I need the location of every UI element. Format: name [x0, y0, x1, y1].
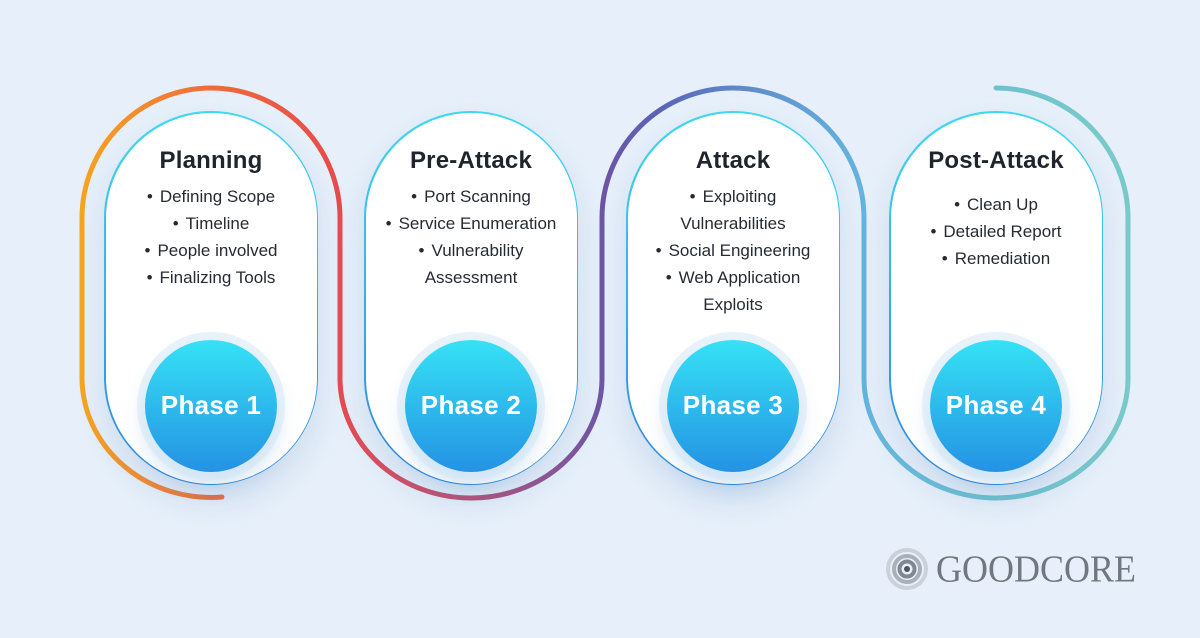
list-item-text: Clean Up	[967, 194, 1038, 214]
goodcore-logo: GOODCORE	[885, 546, 1136, 592]
list-item: Service Enumeration	[374, 210, 569, 237]
bullet-dot-icon	[147, 183, 153, 210]
list-item: Exploiting Vulnerabilities	[636, 183, 831, 237]
phase-card-body: Attack Exploiting Vulnerabilities Social…	[627, 112, 839, 484]
goodcore-logo-text: GOODCORE	[935, 548, 1136, 590]
bullet-dot-icon	[145, 237, 151, 264]
list-item-text: Vulnerability Assessment	[424, 240, 524, 287]
phase-badge: Phase 1	[145, 339, 277, 472]
phase-item-list: Clean Up Detailed Report Remediation	[891, 191, 1102, 272]
phase-title: Planning	[159, 146, 263, 174]
list-item: Detailed Report	[899, 218, 1094, 245]
bullet-dot-icon	[942, 245, 948, 272]
list-item: Timeline	[114, 210, 309, 237]
phase-item-list: Port Scanning Service Enumeration Vulner…	[366, 183, 577, 291]
bullet-dot-icon	[930, 218, 936, 245]
list-item-text: Timeline	[185, 213, 250, 233]
list-item: Finalizing Tools	[114, 264, 309, 291]
phase-badge: Phase 2	[405, 339, 537, 472]
list-item-text: Exploiting Vulnerabilities	[680, 186, 786, 233]
list-item: Clean Up	[899, 191, 1094, 218]
list-item-text: Social Engineering	[668, 240, 811, 260]
phase-item-list: Defining Scope Timeline People involved …	[106, 183, 317, 291]
list-item: Social Engineering	[636, 237, 831, 264]
phase-badge: Phase 3	[667, 339, 799, 472]
bullet-dot-icon	[147, 264, 153, 291]
list-item: Port Scanning	[374, 183, 569, 210]
phase-title: Pre-Attack	[409, 146, 533, 174]
list-item: People involved	[114, 237, 309, 264]
phase-card-body: Planning Defining Scope Timeline People …	[105, 112, 317, 484]
list-item-text: Service Enumeration	[398, 213, 557, 233]
list-item: Vulnerability Assessment	[374, 237, 569, 291]
list-item: Remediation	[899, 245, 1094, 272]
bullet-dot-icon	[411, 183, 417, 210]
bullet-dot-icon	[419, 237, 425, 264]
bullet-dot-icon	[173, 210, 179, 237]
list-item-text: People involved	[157, 240, 278, 260]
flow-curve-path	[79, 85, 1131, 501]
phase-card-pre-attack: Pre-Attack Port Scanning Service Enumera…	[364, 111, 578, 485]
phase-card-attack: Attack Exploiting Vulnerabilities Social…	[626, 111, 840, 485]
list-item-text: Finalizing Tools	[159, 267, 276, 287]
bullet-dot-icon	[656, 237, 662, 264]
list-item: Web Application Exploits	[636, 264, 831, 318]
list-item-text: Remediation	[954, 248, 1051, 268]
list-item-text: Web Application Exploits	[678, 267, 801, 314]
bullet-dot-icon	[954, 191, 960, 218]
bullet-dot-icon	[386, 210, 392, 237]
phase-title: Attack	[695, 146, 771, 174]
bullet-dot-icon	[690, 183, 696, 210]
phase-card-post-attack: Post-Attack Clean Up Detailed Report Rem…	[889, 111, 1103, 485]
bullet-dot-icon	[666, 264, 672, 291]
list-item-text: Defining Scope	[159, 186, 276, 206]
phase-title: Post-Attack	[928, 146, 1064, 174]
phase-item-list: Exploiting Vulnerabilities Social Engine…	[628, 183, 839, 318]
phase-card-body: Post-Attack Clean Up Detailed Report Rem…	[890, 112, 1102, 484]
list-item-text: Port Scanning	[424, 186, 531, 206]
list-item-text: Detailed Report	[943, 221, 1062, 241]
phase-card-body: Pre-Attack Port Scanning Service Enumera…	[365, 112, 577, 484]
concentric-ripple-icon	[885, 548, 928, 590]
list-item: Defining Scope	[114, 183, 309, 210]
phase-card-planning: Planning Defining Scope Timeline People …	[104, 111, 318, 485]
phase-badge: Phase 4	[930, 339, 1062, 472]
